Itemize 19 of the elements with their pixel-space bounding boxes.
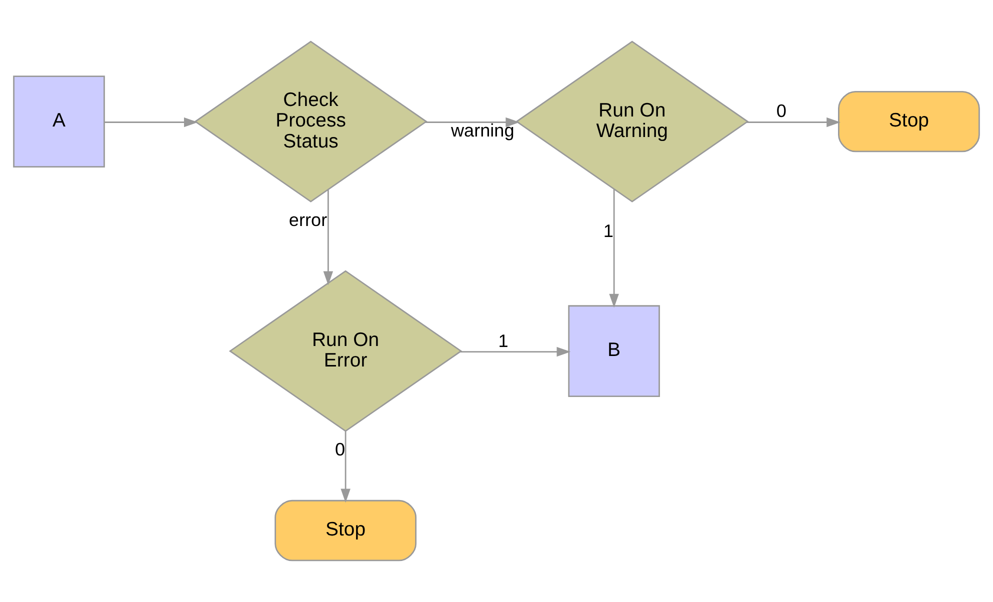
node-diamond: Run On Warning	[515, 40, 749, 202]
arrow	[340, 431, 350, 503]
arrow	[460, 346, 571, 357]
edge-label: 0	[334, 439, 346, 460]
edge-label: 1	[498, 330, 508, 351]
edge-label: 1	[603, 220, 614, 241]
arrow	[323, 190, 334, 286]
edge-label: 0	[776, 101, 786, 122]
arrow	[425, 117, 520, 128]
arrow	[609, 189, 619, 308]
node-box: B	[568, 305, 660, 397]
edge-label: error	[288, 210, 328, 230]
arrow	[746, 117, 841, 128]
node-box: Stop	[838, 90, 980, 152]
node-box: Stop	[274, 500, 417, 562]
arrow	[104, 117, 198, 128]
edge-label: warning	[450, 120, 514, 141]
node-diamond: Check Process Status	[194, 40, 428, 202]
node-box: A	[13, 76, 105, 168]
